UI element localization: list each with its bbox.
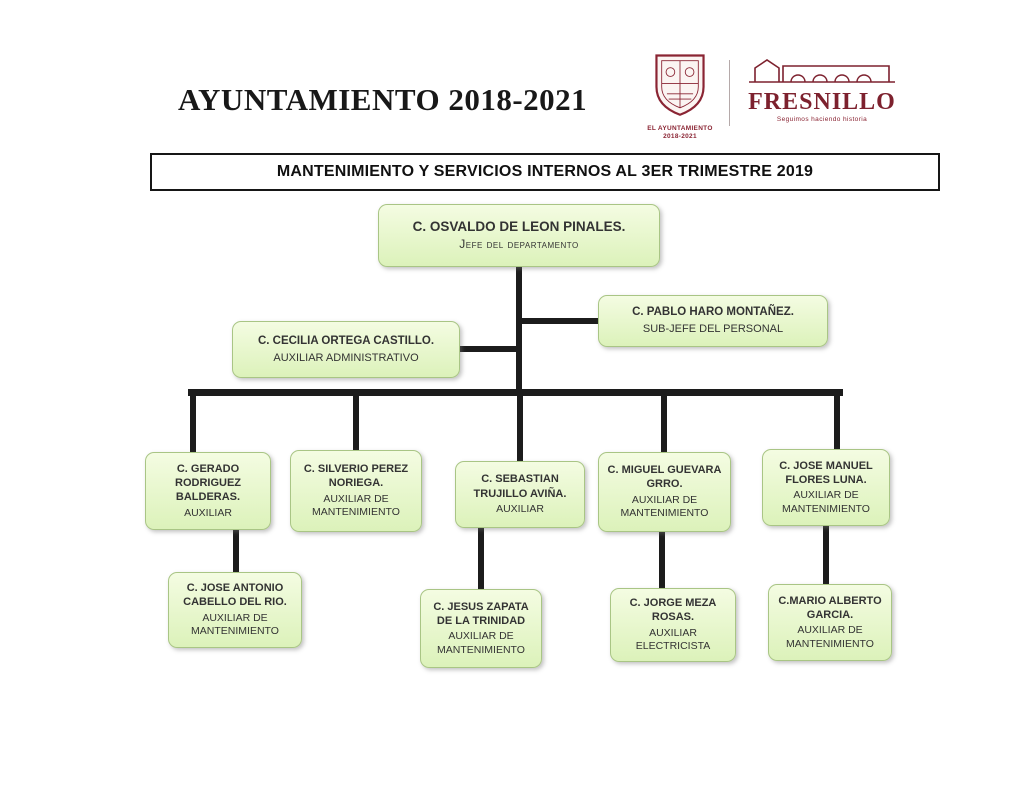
page-title: AYUNTAMIENTO 2018-2021	[178, 82, 588, 117]
chart-title-banner: MANTENIMIENTO Y SERVICIOS INTERNOS AL 3E…	[150, 153, 940, 191]
connector-aux4-sub3	[659, 530, 665, 588]
connector-aux1-sub1	[233, 528, 239, 572]
person-title: AUXILIAR DE MANTENIMIENTO	[191, 611, 279, 638]
connector-jefe-vertical	[516, 265, 522, 392]
crest-caption-line2: 2018-2021	[663, 133, 697, 141]
person-title: Jefe del departamento	[459, 237, 579, 252]
person-name: C. CECILIA ORTEGA CASTILLO.	[257, 334, 435, 347]
city-crest: EL AYUNTAMIENTO 2018-2021	[640, 52, 720, 142]
person-title: AUXILIAR DE MANTENIMIENTO	[786, 624, 874, 650]
connector-aux3-sub2	[478, 526, 484, 589]
person-title: AUXILIAR ADMINISTRATIVO	[273, 351, 419, 364]
crest-caption-line1: EL AYUNTAMIENTO	[647, 125, 713, 132]
person-name: C.MARIO ALBERTO GARCIA.	[778, 594, 882, 621]
org-node-sub2: C. JESUS ZAPATA DE LA TRINIDAD AUXILIAR …	[420, 589, 542, 668]
org-node-sub1: C. JOSE ANTONIO CABELLO DEL RIO. AUXILIA…	[168, 572, 302, 648]
connector-aux5-sub4	[823, 524, 829, 584]
crest-caption: EL AYUNTAMIENTO 2018-2021	[640, 125, 720, 142]
arches-icon	[749, 59, 895, 83]
connector-stub-aux5	[834, 394, 840, 449]
person-title: AUXILIAR DE MANTENIMIENTO	[620, 493, 709, 520]
org-node-aux1: C. GERADO RODRIGUEZ BALDERAS. AUXILIAR	[145, 452, 271, 530]
org-node-aux3: C. SEBASTIAN TRUJILLO AVIÑA. AUXILIAR	[455, 461, 585, 528]
person-title: AUXILIAR	[184, 506, 232, 519]
person-title: SUB-JEFE DEL PERSONAL	[642, 323, 784, 336]
person-name: C. PABLO HARO MONTAÑEZ.	[632, 306, 794, 319]
logo-divider	[729, 60, 730, 126]
fresnillo-tagline: Seguimos haciendo historia	[776, 116, 868, 123]
person-name: C. JOSE ANTONIO CABELLO DEL RIO.	[183, 582, 287, 609]
person-name: C. GERADO RODRIGUEZ BALDERAS.	[175, 462, 241, 504]
connector-to-auxadmin	[459, 346, 520, 352]
connector-main-bar	[188, 389, 843, 396]
org-node-aux2: C. SILVERIO PEREZ NORIEGA. AUXILIAR DE M…	[290, 450, 422, 532]
person-name: C. JESUS ZAPATA DE LA TRINIDAD	[433, 600, 529, 627]
org-node-sub3: C. JORGE MEZA ROSAS. AUXILIAR ELECTRICIS…	[610, 588, 736, 662]
connector-to-subjefe	[519, 318, 599, 324]
fresnillo-wordmark: FRESNILLO	[748, 89, 896, 115]
person-name: C. SILVERIO PEREZ NORIEGA.	[303, 463, 409, 490]
org-node-jefe: C. OSVALDO DE LEON PINALES. Jefe del dep…	[378, 204, 660, 267]
person-name: C. MIGUEL GUEVARA GRRO.	[607, 464, 722, 491]
connector-stub-aux1	[190, 394, 196, 452]
org-node-subjefe: C. PABLO HARO MONTAÑEZ. SUB-JEFE DEL PER…	[598, 295, 828, 347]
org-node-aux5: C. JOSE MANUEL FLORES LUNA. AUXILIAR DE …	[762, 449, 890, 526]
connector-stub-aux3	[517, 394, 523, 461]
person-title: AUXILIAR ELECTRICISTA	[635, 626, 711, 653]
person-title: AUXILIAR DE MANTENIMIENTO	[437, 630, 525, 656]
person-name: C. SEBASTIAN TRUJILLO AVIÑA.	[473, 473, 567, 500]
org-node-aux4: C. MIGUEL GUEVARA GRRO. AUXILIAR DE MANT…	[598, 452, 731, 532]
person-title: AUXILIAR	[496, 502, 544, 515]
chart-title-text: MANTENIMIENTO Y SERVICIOS INTERNOS AL 3E…	[276, 163, 814, 180]
org-node-sub4: C.MARIO ALBERTO GARCIA. AUXILIAR DE MANT…	[768, 584, 892, 661]
connector-stub-aux2	[353, 394, 359, 450]
fresnillo-logo: FRESNILLO Seguimos haciendo historia	[742, 56, 902, 123]
person-title: AUXILIAR DE MANTENIMIENTO	[782, 489, 870, 515]
person-title: AUXILIAR DE MANTENIMIENTO	[312, 492, 400, 519]
person-name: C. JOSE MANUEL FLORES LUNA.	[779, 459, 873, 486]
person-name: C. JORGE MEZA ROSAS.	[629, 597, 717, 624]
person-name: C. OSVALDO DE LEON PINALES.	[412, 218, 626, 234]
connector-stub-aux4	[661, 394, 667, 452]
org-node-auxadmin: C. CECILIA ORTEGA CASTILLO. AUXILIAR ADM…	[232, 321, 460, 378]
crest-icon	[655, 54, 705, 116]
